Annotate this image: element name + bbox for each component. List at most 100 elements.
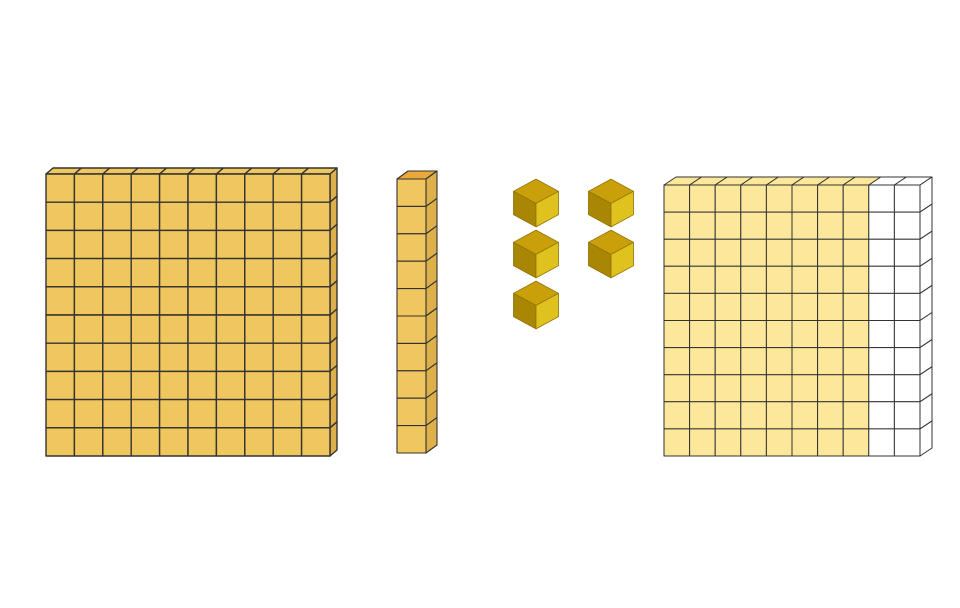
rod-unit-square (396, 205, 427, 235)
flat-unit-square (130, 201, 161, 232)
flat-unit-square (663, 374, 691, 403)
flat-unit-square (714, 265, 742, 294)
flat-unit-square (187, 201, 218, 232)
flat-unit-square (893, 428, 921, 457)
flat-unit-square (663, 211, 691, 240)
flat-unit-square (244, 427, 274, 457)
flat-unit-square (300, 257, 331, 288)
flat-unit-square (791, 320, 819, 349)
flat-unit-square (215, 427, 246, 457)
flat-unit-square (215, 201, 246, 232)
flat-unit-square (740, 238, 767, 267)
hundreds-flat (45, 167, 338, 457)
flat-unit-square (689, 184, 716, 213)
flat-unit-square (244, 370, 274, 401)
flat-unit-square (158, 257, 189, 288)
flat-unit-square (893, 347, 921, 376)
flat-unit-square (689, 401, 716, 430)
flat-unit-square (868, 184, 895, 213)
flat-unit-square (893, 211, 921, 240)
flat-unit-square (714, 320, 742, 349)
flat-unit-square (817, 265, 844, 294)
flat-unit-square (740, 265, 767, 294)
flat-unit-square (244, 398, 274, 429)
flat-unit-square (73, 370, 104, 401)
flat-unit-square (663, 265, 691, 294)
flat-unit-square (842, 374, 870, 403)
flat-unit-square (45, 257, 76, 288)
flat-unit-square (740, 428, 767, 457)
flat-unit-square (791, 184, 819, 213)
flat-unit-square (689, 320, 716, 349)
rod-unit-square (396, 178, 427, 207)
flat-unit-square (740, 374, 767, 403)
flat-unit-square (868, 211, 895, 240)
flat-unit-square (300, 229, 331, 260)
flat-unit-square (187, 229, 218, 260)
flat-unit-square (740, 184, 767, 213)
flat-unit-square (300, 286, 331, 316)
rod-unit-square (396, 233, 427, 262)
flat-unit-square (765, 265, 793, 294)
flat-unit-square (73, 342, 104, 373)
flat-unit-square (689, 428, 716, 457)
flat-unit-square (244, 314, 274, 344)
flat-unit-square (187, 427, 218, 457)
flat-unit-square (158, 229, 189, 260)
flat-unit-square (842, 184, 870, 213)
flat-unit-square (45, 314, 76, 344)
flat-unit-square (868, 320, 895, 349)
flat-unit-square (215, 342, 246, 373)
flat-unit-square (893, 265, 921, 294)
flat-unit-square (158, 173, 189, 203)
flat-unit-square (272, 427, 303, 457)
flat-unit-square (714, 211, 742, 240)
flat-unit-square (215, 398, 246, 429)
flat-unit-square (791, 347, 819, 376)
flat-unit-square (130, 173, 161, 203)
flat-unit-square (791, 292, 819, 321)
flat-unit-square (215, 314, 246, 344)
flat-unit-square (842, 428, 870, 457)
rod-unit-square (396, 370, 427, 399)
flat-unit-square (842, 347, 870, 376)
flat-unit-square (765, 238, 793, 267)
flat-unit-square (893, 184, 921, 213)
flat-unit-square (45, 342, 76, 373)
flat-unit-square (842, 265, 870, 294)
unit-cube (513, 229, 559, 279)
flat-unit-square (130, 229, 161, 260)
flat-unit-square (102, 370, 132, 401)
flat-unit-square (244, 173, 274, 203)
rod-unit-square (396, 425, 427, 454)
flat-unit-square (740, 320, 767, 349)
flat-unit-square (73, 257, 104, 288)
flat-unit-square (842, 211, 870, 240)
flat-unit-square (73, 314, 104, 344)
flat-unit-square (187, 370, 218, 401)
flat-unit-square (817, 238, 844, 267)
flat-unit-square (868, 401, 895, 430)
flat-unit-square (791, 211, 819, 240)
flat-unit-square (791, 238, 819, 267)
flat-unit-square (714, 238, 742, 267)
flat-unit-square (300, 398, 331, 429)
flat-unit-square (102, 229, 132, 260)
flat-unit-square (765, 184, 793, 213)
flat-unit-square (714, 347, 742, 376)
flat-unit-square (714, 401, 742, 430)
flat-unit-square (868, 292, 895, 321)
flat-unit-square (714, 292, 742, 321)
flat-unit-square (272, 342, 303, 373)
flat-unit-square (102, 286, 132, 316)
flat-unit-square (689, 238, 716, 267)
flat-unit-square (663, 238, 691, 267)
flat-unit-square (130, 314, 161, 344)
flat-unit-square (45, 370, 76, 401)
flat-unit-square (158, 286, 189, 316)
flat-unit-square (817, 211, 844, 240)
flat-unit-square (300, 173, 331, 203)
flat-unit-square (158, 427, 189, 457)
